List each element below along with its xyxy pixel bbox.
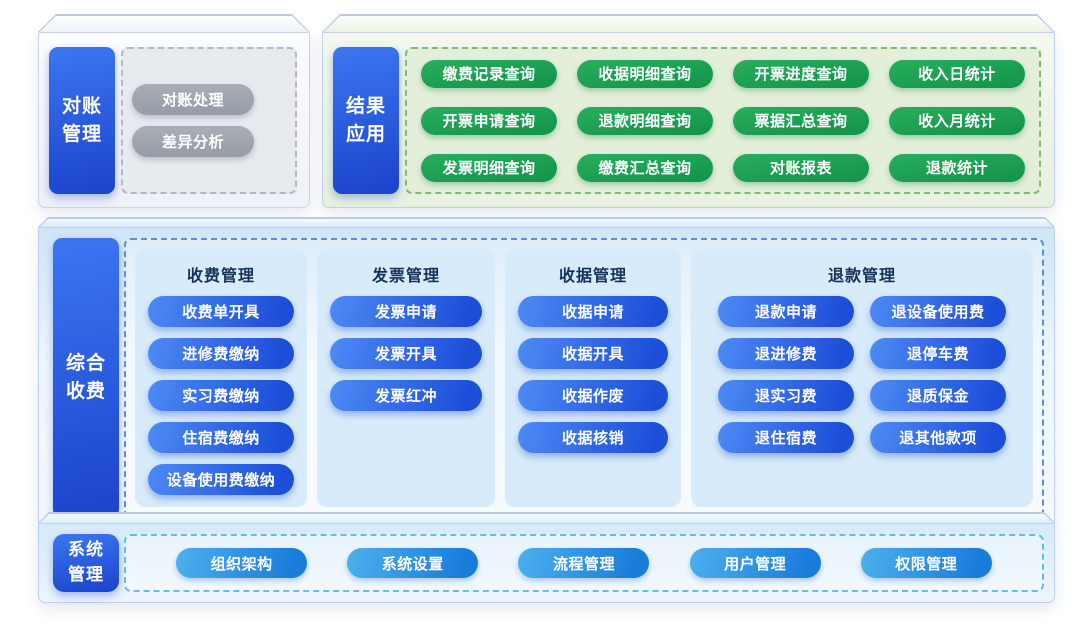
module-chip: 退实习费 bbox=[718, 380, 854, 411]
module-chip: 流程管理 bbox=[518, 548, 650, 578]
module-chip: 权限管理 bbox=[860, 548, 992, 578]
module-chip: 退住宿费 bbox=[718, 422, 854, 453]
side-label-results: 结果 应用 bbox=[333, 47, 399, 194]
module-chip: 收据开具 bbox=[518, 338, 668, 369]
panel-system: 系统 管理 组织架构 系统设置 流程管理 用户管理 权限管理 bbox=[38, 512, 1055, 603]
module-chip: 发票明细查询 bbox=[421, 153, 557, 182]
group-grid: 退款申请 退设备使用费 退进修费 退停车费 退实习费 退质保金 退住宿费 bbox=[704, 296, 1020, 453]
module-chip: 退款申请 bbox=[718, 296, 854, 327]
module-chip: 差异分析 bbox=[132, 126, 254, 157]
module-chip: 缴费汇总查询 bbox=[577, 153, 713, 182]
module-chip: 进修费缴纳 bbox=[148, 338, 294, 369]
module-chip: 收据核销 bbox=[518, 422, 668, 453]
panel-lid bbox=[38, 14, 310, 32]
module-chip: 发票开具 bbox=[330, 338, 482, 369]
group-title: 发票管理 bbox=[371, 268, 440, 285]
panel-lid bbox=[38, 217, 1055, 227]
module-chip: 退款明细查询 bbox=[577, 106, 713, 135]
module-chip: 设备使用费缴纳 bbox=[148, 464, 294, 495]
group-list: 发票申请 发票开具 发票红冲 bbox=[330, 296, 482, 411]
module-chip: 收据申请 bbox=[518, 296, 668, 327]
group-title: 退款管理 bbox=[827, 268, 896, 285]
charging-content-area: 收费管理 收费单开具 进修费缴纳 实习费缴纳 住宿费缴纳 设备使用费缴纳 bbox=[124, 238, 1044, 518]
reconciliation-content-area: 对账处理 差异分析 bbox=[121, 47, 297, 194]
module-chip: 发票申请 bbox=[330, 296, 482, 327]
module-chip: 组织架构 bbox=[176, 548, 308, 578]
panel-face: 系统 管理 组织架构 系统设置 流程管理 用户管理 权限管理 bbox=[38, 523, 1055, 603]
module-chip: 开票申请查询 bbox=[421, 106, 557, 135]
module-chip: 实习费缴纳 bbox=[148, 380, 294, 411]
group-card-receipt-management: 收据管理 收据申请 收据开具 收据作废 收据核销 bbox=[505, 249, 681, 507]
side-label-system: 系统 管理 bbox=[53, 534, 119, 592]
module-chip: 退其他款项 bbox=[870, 422, 1006, 453]
module-chip: 发票红冲 bbox=[330, 380, 482, 411]
module-chip: 退停车费 bbox=[870, 338, 1006, 369]
panel-face: 综合 收费 收费管理 收费单开具 进修费缴纳 实习费缴纳 住宿费缴纳 bbox=[38, 227, 1055, 527]
module-chip: 收据作废 bbox=[518, 380, 668, 411]
module-chip: 收入月统计 bbox=[889, 106, 1025, 135]
module-chip: 系统设置 bbox=[347, 548, 479, 578]
side-label-reconciliation: 对账 管理 bbox=[49, 47, 115, 194]
group-list: 收据申请 收据开具 收据作废 收据核销 bbox=[518, 296, 668, 453]
module-chip: 缴费记录查询 bbox=[421, 59, 557, 88]
module-chip: 对账报表 bbox=[733, 153, 869, 182]
panel-lid bbox=[322, 14, 1055, 32]
module-chip: 收费单开具 bbox=[148, 296, 294, 327]
group-title: 收据管理 bbox=[558, 268, 627, 285]
results-content-area: 缴费记录查询 收据明细查询 开票进度查询 收入日统计 开票申请查询 退款明细查询… bbox=[405, 47, 1041, 194]
module-chip: 退进修费 bbox=[718, 338, 854, 369]
module-chip: 用户管理 bbox=[689, 548, 821, 578]
module-chip: 退款统计 bbox=[889, 153, 1025, 182]
panel-reconciliation: 对账 管理 对账处理 差异分析 bbox=[38, 14, 310, 208]
panel-charging: 综合 收费 收费管理 收费单开具 进修费缴纳 实习费缴纳 住宿费缴纳 bbox=[38, 217, 1055, 527]
module-chip: 退质保金 bbox=[870, 380, 1006, 411]
panel-lid bbox=[38, 512, 1055, 523]
panel-face: 对账 管理 对账处理 差异分析 bbox=[38, 32, 310, 208]
module-chip: 开票进度查询 bbox=[733, 59, 869, 88]
panel-results: 结果 应用 缴费记录查询 收据明细查询 开票进度查询 收入日统计 开票申请查询 … bbox=[322, 14, 1055, 208]
module-chip: 票据汇总查询 bbox=[733, 106, 869, 135]
module-chip: 收据明细查询 bbox=[577, 59, 713, 88]
module-chip: 退设备使用费 bbox=[870, 296, 1006, 327]
side-label-charging: 综合 收费 bbox=[53, 238, 119, 518]
module-chip: 收入日统计 bbox=[889, 59, 1025, 88]
group-card-fee-management: 收费管理 收费单开具 进修费缴纳 实习费缴纳 住宿费缴纳 设备使用费缴纳 bbox=[135, 249, 307, 507]
group-card-invoice-management: 发票管理 发票申请 发票开具 发票红冲 bbox=[317, 249, 495, 507]
group-title: 收费管理 bbox=[186, 268, 255, 285]
group-card-refund-management: 退款管理 退款申请 退设备使用费 退进修费 退停车费 退实习费 bbox=[691, 249, 1033, 507]
group-list: 收费单开具 进修费缴纳 实习费缴纳 住宿费缴纳 设备使用费缴纳 bbox=[148, 296, 294, 495]
module-chip: 住宿费缴纳 bbox=[148, 422, 294, 453]
system-content-area: 组织架构 系统设置 流程管理 用户管理 权限管理 bbox=[124, 534, 1044, 592]
panel-face: 结果 应用 缴费记录查询 收据明细查询 开票进度查询 收入日统计 开票申请查询 … bbox=[322, 32, 1055, 208]
module-chip: 对账处理 bbox=[132, 84, 254, 115]
